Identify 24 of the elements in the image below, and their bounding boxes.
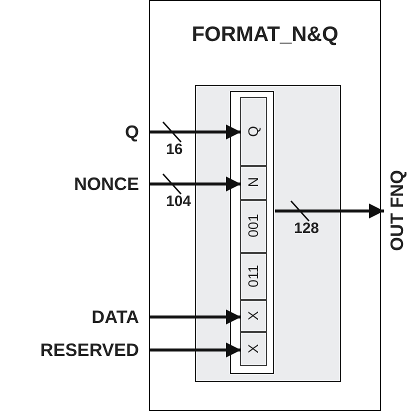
field-label: X (245, 344, 261, 354)
signal-name: NONCE (74, 174, 139, 194)
signal-name: DATA (92, 306, 139, 328)
bus-width-label: 128 (294, 220, 320, 237)
bus-width-label: 16 (166, 141, 183, 158)
signal-name: OUT FNQ (386, 170, 408, 250)
register-field (240, 252, 266, 300)
register-field (240, 332, 266, 366)
block-box (149, 0, 381, 411)
register-field (240, 200, 266, 252)
register-field (240, 166, 266, 200)
field-label: X (245, 310, 261, 320)
register-field (240, 300, 266, 332)
register-frame (230, 91, 274, 374)
signal-name: Q (124, 122, 139, 142)
bus-width-label: 104 (166, 193, 192, 210)
block-title: FORMAT_N&Q (190, 23, 340, 47)
field-label: 011 (245, 264, 261, 288)
field-label: Q (245, 126, 261, 136)
signal-name: RESERVED (40, 340, 139, 360)
field-label: 001 (245, 214, 261, 238)
inner-panel (194, 84, 340, 382)
field-label: N (245, 177, 261, 188)
register-field (240, 96, 266, 166)
